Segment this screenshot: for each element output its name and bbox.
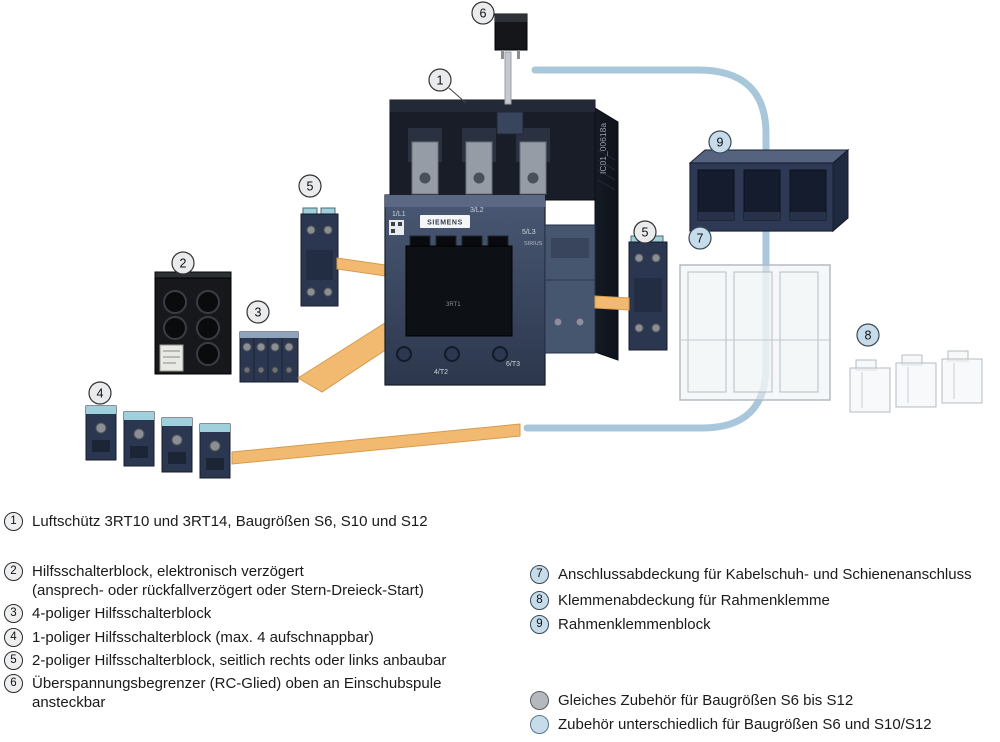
legend-text: Anschlussabdeckung für Kabelschuh- und S… xyxy=(558,566,972,583)
svg-text:2: 2 xyxy=(180,257,187,271)
callout-badge-1: 1 xyxy=(4,512,23,531)
callout-1: 1 xyxy=(428,68,452,92)
legend-text: Hilfsschalterblock, elektronisch verzöge… xyxy=(32,563,304,580)
ribbon-cable-left xyxy=(336,257,393,278)
legend-text: Überspannungsbegrenzer (RC-Glied) oben a… xyxy=(32,675,442,692)
callout-badge-9: 9 xyxy=(530,615,549,634)
type-label-3RT1: 3RT1 xyxy=(446,302,461,308)
image-code-label: IC01_00618a xyxy=(598,123,608,174)
contact-block: 3RT1 xyxy=(405,235,513,337)
aux-blocks-1pole xyxy=(85,405,231,479)
callout-badge-5: 5 xyxy=(4,651,23,670)
terminal-label-3L2: 3/L2 xyxy=(470,207,484,214)
terminal-label-5L3: 5/L3 xyxy=(522,229,536,236)
top-terminal-lugs xyxy=(408,128,550,195)
svg-text:9: 9 xyxy=(717,136,724,150)
callout-6: 6 xyxy=(471,1,495,25)
legend-text: Luftschütz 3RT10 und 3RT14, Baugrößen S6… xyxy=(32,513,428,530)
legend-item-6: 6 Überspannungsbegrenzer (RC-Glied) oben… xyxy=(4,674,441,712)
terminal-label-1L1: 1/L1 xyxy=(392,211,406,218)
qr-code xyxy=(389,220,404,235)
callout-badge-3: 3 xyxy=(4,604,23,623)
surge-suppressor xyxy=(494,13,528,105)
legend-text: Klemmenabdeckung für Rahmenklemme xyxy=(558,592,830,609)
callout-badge-2: 2 xyxy=(4,562,23,581)
legend-text: Rahmenklemmenblock xyxy=(558,616,711,633)
gray-dot-icon xyxy=(530,691,549,710)
legend-text: Zubehör unterschiedlich für Baugrößen S6… xyxy=(558,716,932,733)
svg-text:5: 5 xyxy=(642,226,649,240)
legend-note-blue: Zubehör unterschiedlich für Baugrößen S6… xyxy=(530,715,932,734)
aux-block-4pole xyxy=(239,331,299,383)
legend-item-4: 4 1-poliger Hilfsschalterblock (max. 4 a… xyxy=(4,628,374,647)
legend-item-9: 9 Rahmenklemmenblock xyxy=(530,615,711,634)
aux-block-electronic xyxy=(154,271,232,375)
terminal-label-6T3: 6/T3 xyxy=(506,361,520,368)
legend-text: 4-poliger Hilfsschalterblock xyxy=(32,605,212,622)
legend-item-1: 1 Luftschütz 3RT10 und 3RT14, Baugrößen … xyxy=(4,512,428,531)
svg-text:7: 7 xyxy=(697,232,704,246)
legend-text: ansteckbar xyxy=(32,694,106,711)
legend-text: 2-poliger Hilfsschalterblock, seitlich r… xyxy=(32,652,447,669)
terminal-label-4T2: 4/T2 xyxy=(434,369,448,376)
series-label: SIRIUS xyxy=(524,241,543,247)
callouts: 1 2 3 4 5 5 6 7 xyxy=(88,1,880,405)
legend-text: (ansprech- oder rückfallverzögert oder S… xyxy=(32,582,424,599)
ribbon-cable-bottom xyxy=(231,423,521,465)
svg-text:3: 3 xyxy=(255,306,262,320)
contactor: SIEMENS 1/L1 3/L2 5/L3 SIRIUS 3RT1 4/T2 … xyxy=(384,99,619,386)
aux-block-2pole-right xyxy=(628,235,668,351)
legend-item-8: 8 Klemmenabdeckung für Rahmenklemme xyxy=(530,591,830,610)
callout-2: 2 xyxy=(171,251,195,275)
legend-note-gray: Gleiches Zubehör für Baugrößen S6 bis S1… xyxy=(530,691,853,710)
callout-badge-7: 7 xyxy=(530,565,549,584)
callout-badge-8: 8 xyxy=(530,591,549,610)
connection-cover xyxy=(679,264,831,401)
callout-badge-6: 6 xyxy=(4,674,23,693)
callout-7: 7 xyxy=(688,226,712,250)
legend-item-5: 5 2-poliger Hilfsschalterblock, seitlich… xyxy=(4,651,446,670)
blue-dot-icon xyxy=(530,715,549,734)
frame-clamp-block xyxy=(688,148,850,233)
legend-text: 1-poliger Hilfsschalterblock (max. 4 auf… xyxy=(32,629,374,646)
svg-text:5: 5 xyxy=(307,180,314,194)
callout-5-left: 5 xyxy=(298,174,322,198)
diagram-canvas: SIEMENS 1/L1 3/L2 5/L3 SIRIUS 3RT1 4/T2 … xyxy=(85,1,983,479)
callout-8: 8 xyxy=(856,323,880,347)
bottom-terminals xyxy=(396,346,508,362)
callout-9: 9 xyxy=(708,130,732,154)
terminal-covers xyxy=(849,350,983,413)
callout-3: 3 xyxy=(246,300,270,324)
legend-item-7: 7 Anschlussabdeckung für Kabelschuh- und… xyxy=(530,565,972,584)
callout-4: 4 xyxy=(88,381,112,405)
callout-badge-4: 4 xyxy=(4,628,23,647)
callout-5-right: 5 xyxy=(633,220,657,244)
connector-tube xyxy=(523,66,770,432)
aux-block-2pole-left xyxy=(300,207,339,307)
legend-item-2: 2 Hilfsschalterblock, elektronisch verzö… xyxy=(4,562,424,600)
ribbon-cable-right xyxy=(594,295,630,311)
svg-text:8: 8 xyxy=(865,329,872,343)
svg-text:1: 1 xyxy=(437,74,444,88)
side-module xyxy=(544,224,596,354)
brand-badge: SIEMENS xyxy=(420,215,470,228)
svg-text:6: 6 xyxy=(480,7,487,21)
brand-label: SIEMENS xyxy=(427,220,463,227)
svg-text:4: 4 xyxy=(97,387,104,401)
legend-text: Gleiches Zubehör für Baugrößen S6 bis S1… xyxy=(558,692,854,709)
legend-item-3: 3 4-poliger Hilfsschalterblock xyxy=(4,604,211,623)
